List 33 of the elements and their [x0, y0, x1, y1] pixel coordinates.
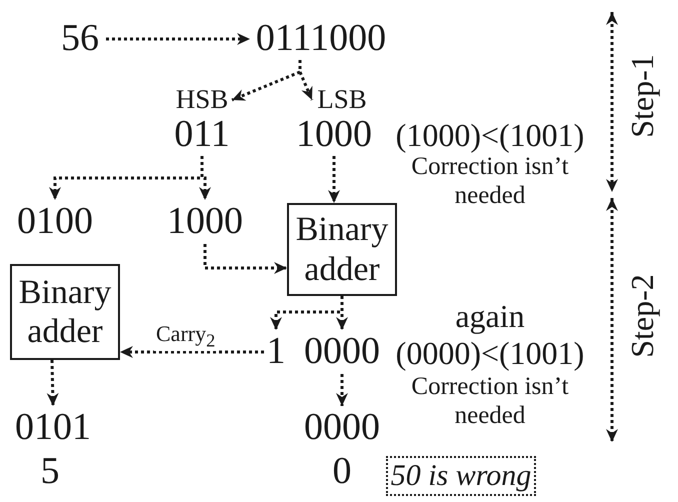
binary-number: 1000 [166, 200, 244, 244]
binary-number: 1000 [296, 114, 372, 156]
number-text: 56 [58, 18, 102, 60]
binary-number: 0000 [300, 330, 384, 374]
note-text: Correction isn’t needed [410, 153, 570, 211]
note-text: again [454, 298, 526, 334]
arrow [328, 156, 340, 203]
binary-number: 011 [172, 114, 232, 156]
binary-number: 0000 [300, 406, 384, 450]
arrow [199, 156, 211, 200]
decimal-digit: 0 [332, 450, 352, 494]
arrow [336, 296, 348, 330]
bit-group-label: LSB [312, 86, 372, 114]
step-label: Step-1 [624, 53, 660, 140]
note-text: Correction isn’t needed [410, 372, 570, 431]
adder-box: Binary adder [10, 264, 120, 360]
carry-bit: 1 [264, 330, 288, 374]
bit-group-label: HSB [172, 86, 232, 114]
binary-number: 0101 [14, 406, 92, 450]
binary-number: 0111000 [250, 18, 392, 60]
arrow [106, 33, 250, 45]
arrow [204, 244, 287, 274]
binary-number: 0100 [16, 200, 94, 244]
adder-box: Binary adder [287, 203, 397, 296]
arrow [46, 360, 59, 406]
decimal-digit: 5 [40, 450, 60, 494]
arrow [336, 374, 348, 406]
arrow [298, 60, 314, 101]
result-note: 50 is wrong [386, 456, 536, 496]
arrow [120, 346, 264, 358]
comparison-text: (1000)<(1001) [394, 116, 586, 155]
comparison-text: (0000)<(1001) [394, 334, 586, 373]
step-label: Step-2 [624, 273, 660, 360]
